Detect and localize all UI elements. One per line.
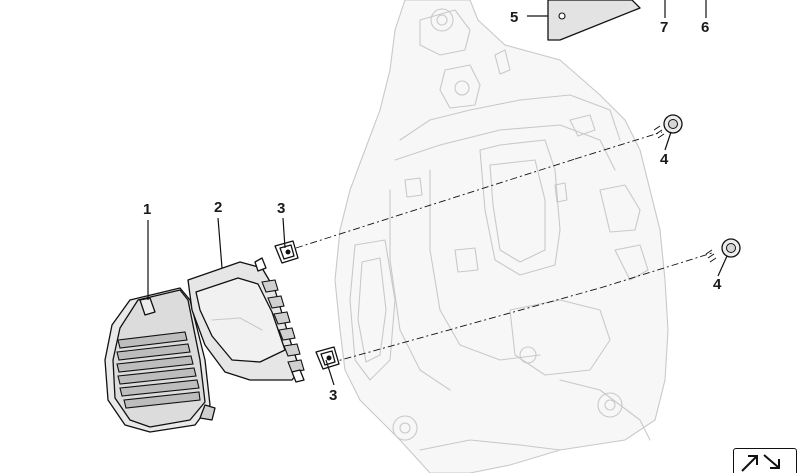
callout-4-upper: 4 — [660, 151, 669, 168]
callout-6: 6 — [701, 19, 709, 36]
callout-5: 5 — [510, 9, 518, 26]
assembly-axis-lines — [295, 131, 713, 364]
part-3-clip-upper — [274, 240, 299, 264]
callout-1: 1 — [143, 201, 151, 218]
part-3-clip-lower — [315, 346, 340, 370]
arrow-nav-icon — [741, 454, 780, 472]
part-2-vent-housing — [187, 257, 305, 383]
part-5-bracket-plate — [547, 0, 641, 41]
callout-labels: 1 2 3 3 4 4 5 6 7 — [143, 9, 722, 404]
callout-7: 7 — [660, 19, 668, 36]
part-4-nut-upper — [653, 114, 683, 139]
callout-4-lower: 4 — [713, 276, 722, 293]
callout-3-upper: 3 — [277, 200, 285, 217]
diagram-nav-button[interactable] — [733, 448, 797, 473]
callout-2: 2 — [214, 199, 222, 216]
leader-lines — [147, 0, 728, 386]
part-4-nut-lower — [705, 238, 741, 263]
carrier-frame-ghost — [334, 0, 669, 473]
part-1-air-vent — [104, 287, 216, 433]
callout-3-lower: 3 — [329, 387, 337, 404]
